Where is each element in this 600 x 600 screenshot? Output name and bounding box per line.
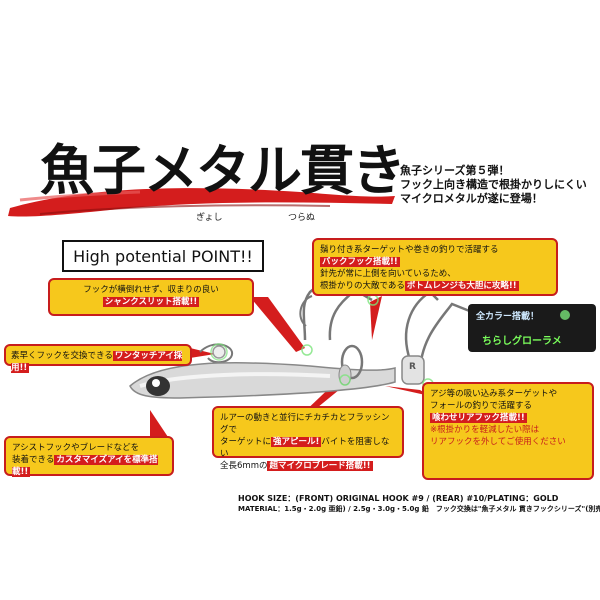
spec-block: HOOK SIZE：(FRONT) ORIGINAL HOOK #9 / (RE… bbox=[238, 493, 600, 515]
leader-eye bbox=[190, 348, 215, 358]
rear-mark: R bbox=[409, 362, 416, 372]
eye-ring bbox=[212, 345, 226, 359]
color-badge-bottom: ちらしグローラメ bbox=[482, 336, 562, 347]
callout-eye-prefix: 素早くフックを交換できる bbox=[11, 351, 113, 361]
callout-rear-note2: リアフックを外してご使用ください bbox=[430, 437, 566, 447]
callout-rear-line2: フォールの釣りで活躍する bbox=[430, 401, 533, 411]
callout-blade-line3a: 全長6mmの bbox=[220, 461, 268, 471]
callout-blade-highlight2: 超マイクロブレード搭載!! bbox=[267, 461, 373, 471]
glow-icon bbox=[560, 310, 570, 320]
callout-assist-prefix: 装着できる bbox=[12, 455, 55, 465]
callout-back-line1: 鬚り付き系ターゲットや巻きの釣りで活躍する bbox=[320, 245, 499, 255]
furigana-left: ぎょし bbox=[196, 213, 223, 223]
callout-rear-hook: アジ等の吸い込み系ターゲットや フォールの釣りで活躍する 喰わせリアフック搭載!… bbox=[422, 382, 594, 480]
callout-one-touch-eye: 素早くフックを交換できるワンタッチアイ採用!! bbox=[4, 344, 192, 373]
tagline: 魚子シリーズ第５弾！ フック上向き構造で根掛かりしにくい マイクロメタルが遂に登… bbox=[400, 164, 587, 206]
callout-rear-highlight: 喰わせリアフック搭載!! bbox=[430, 413, 527, 423]
leader-assist bbox=[150, 410, 170, 440]
tagline-line2: フック上向き構造で根掛かりしにくい bbox=[400, 178, 587, 191]
callout-blade-line1: ルアーの動きと並行にチカチカとフラッシングで bbox=[220, 413, 390, 435]
callout-shank-highlight: シャンクスリット搭載!! bbox=[102, 297, 200, 307]
callout-back-line3: 根掛かりの大敵である bbox=[320, 281, 405, 291]
callout-back-line2: 針先が常に上側を向いているため、 bbox=[320, 269, 456, 279]
callout-custom-eye: アシストフックやブレードなどを 装着できるカスタマイズアイを標準搭載!! bbox=[4, 436, 174, 477]
callout-rear-note1: ※根掛かりを軽減したい際は bbox=[430, 425, 540, 435]
callout-blade-highlight1: 強アピール! bbox=[271, 437, 322, 447]
leader-shank bbox=[250, 297, 305, 352]
spec-line2: MATERIAL：1.5g・2.0g 亜鉛) / 2.5g・3.0g・5.0g … bbox=[238, 505, 600, 513]
callout-micro-blade: ルアーの動きと並行にチカチカとフラッシングで ターゲットに強アピール!バイトを阻… bbox=[212, 406, 404, 471]
leader-back bbox=[370, 296, 382, 340]
product-title: 魚子メタル貫き bbox=[40, 138, 406, 202]
callout-blade-line2b: バイトを阻害しない bbox=[220, 437, 390, 459]
callout-back-highlight2: ボトムレンジも大胆に攻略!! bbox=[404, 281, 519, 291]
spec-line1: HOOK SIZE：(FRONT) ORIGINAL HOOK #9 / (RE… bbox=[238, 494, 559, 503]
point-label-box: High potential POINT!! bbox=[62, 240, 264, 272]
tagline-line1: 魚子シリーズ第５弾！ bbox=[400, 164, 510, 177]
callout-shank-line1: フックが横倒れせず、収まりの良い bbox=[83, 285, 219, 295]
callout-rear-line1: アジ等の吸い込み系ターゲットや bbox=[430, 389, 558, 399]
tagline-line3: マイクロメタルが遂に登場！ bbox=[400, 192, 543, 205]
title-block: 魚子メタル貫き bbox=[40, 138, 406, 220]
color-badge-top: 全カラー搭載！ bbox=[476, 312, 540, 322]
callout-back-highlight1: バックフック搭載!! bbox=[320, 257, 400, 267]
leader-rear bbox=[385, 386, 430, 396]
callout-assist-line1: アシストフックやブレードなどを bbox=[12, 443, 140, 453]
brush-stroke bbox=[8, 188, 395, 217]
point-label: High potential POINT!! bbox=[73, 246, 253, 266]
color-badge: 全カラー搭載！ ちらしグローラメ bbox=[468, 304, 596, 352]
callout-blade-line2a: ターゲットに bbox=[220, 437, 272, 447]
callout-back-hook: 鬚り付き系ターゲットや巻きの釣りで活躍する バックフック搭載!! 針先が常に上側… bbox=[312, 238, 558, 296]
callout-shank-slit: フックが横倒れせず、収まりの良い シャンクスリット搭載!! bbox=[48, 278, 254, 316]
furigana-right: つらぬ bbox=[288, 213, 316, 223]
